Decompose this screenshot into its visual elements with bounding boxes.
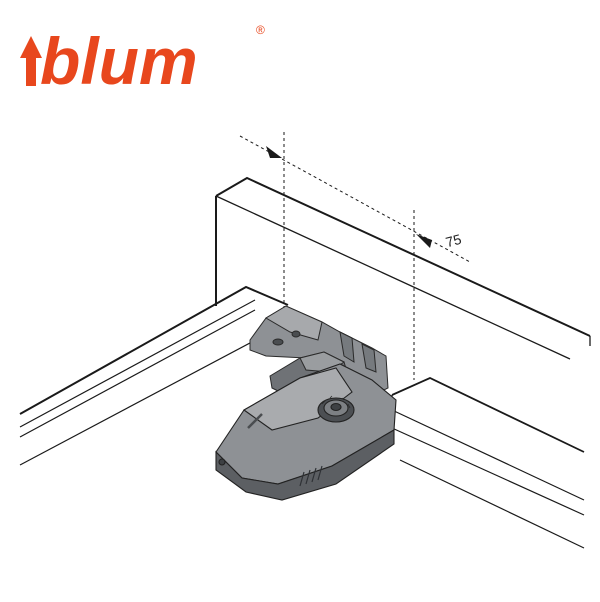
dimension-arrow-right-icon [416, 234, 432, 248]
dimension-arrow-left-icon [266, 146, 282, 158]
dimension-label: 75 [444, 231, 463, 251]
blum-arrow-icon [20, 36, 42, 86]
brand-name: blum [40, 24, 198, 98]
hinge-brand-emboss [247, 413, 263, 429]
hinge-body [215, 363, 397, 501]
blum-logo: blum ® [20, 23, 265, 98]
cabinet-panel [215, 176, 591, 360]
registered-mark: ® [256, 23, 265, 37]
